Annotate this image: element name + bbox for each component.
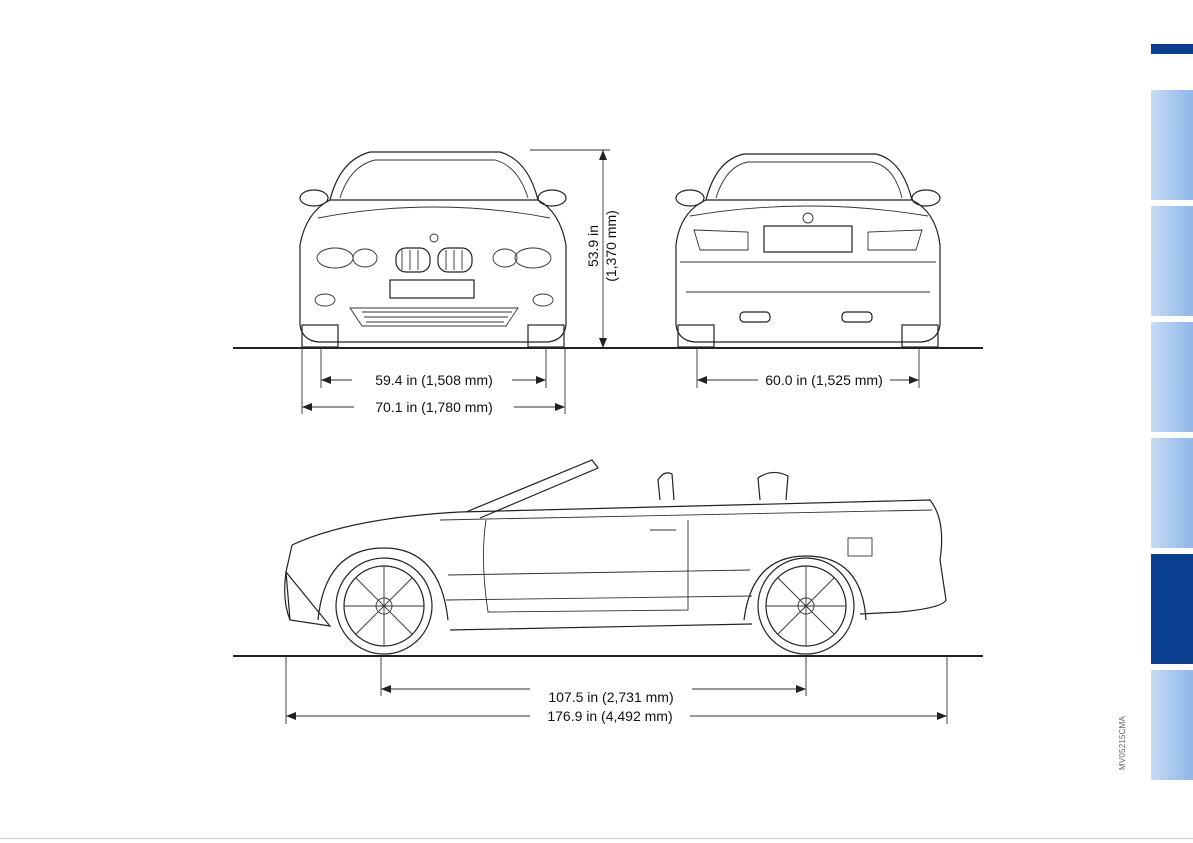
side-tab-2[interactable] <box>1151 206 1193 316</box>
height-mm-label: (1,370 mm) <box>603 210 619 282</box>
side-tab-6[interactable] <box>1151 670 1193 780</box>
image-code: MV05215CMA <box>1118 700 1132 770</box>
rear-track-label: 60.0 in (1,525 mm) <box>765 372 883 388</box>
side-tab-5-active[interactable] <box>1151 554 1193 664</box>
section-marker <box>1151 44 1193 54</box>
wheelbase-label: 107.5 in (2,731 mm) <box>548 689 673 705</box>
overall-length-label: 176.9 in (4,492 mm) <box>547 708 672 724</box>
front-track-label: 59.4 in (1,508 mm) <box>375 372 493 388</box>
overall-width-label: 70.1 in (1,780 mm) <box>375 399 493 415</box>
side-tab-4[interactable] <box>1151 438 1193 548</box>
side-view-car <box>285 460 946 654</box>
height-label: 53.9 in <box>585 225 601 267</box>
front-view-car <box>300 152 566 347</box>
side-tab-1[interactable] <box>1151 90 1193 200</box>
side-tab-3[interactable] <box>1151 322 1193 432</box>
rear-view-car <box>676 154 940 347</box>
bottom-rule <box>0 838 1193 839</box>
